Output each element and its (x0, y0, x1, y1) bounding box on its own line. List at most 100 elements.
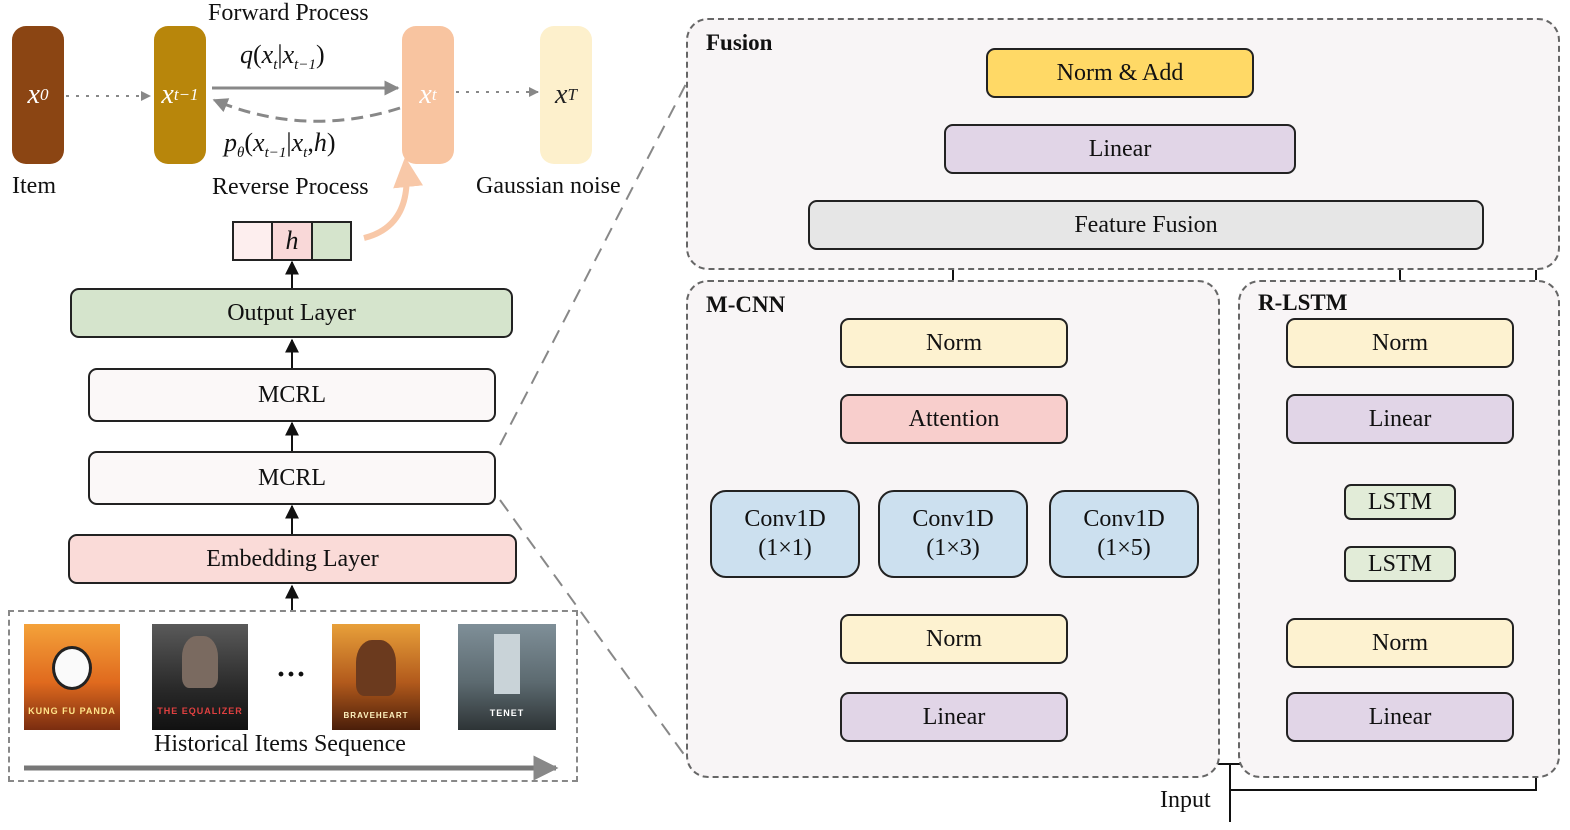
q-formula: q(xt|xt−1) (240, 40, 325, 74)
step-xt-symbol: x (419, 79, 432, 110)
lstm-bottom-label: LSTM (1367, 550, 1432, 577)
step-x0-symbol: x (27, 79, 40, 110)
q-b: x (282, 40, 295, 69)
mcnn-norm-top-box: Norm (840, 318, 1068, 368)
mcrl-bottom-box: MCRL (88, 451, 496, 505)
mcnn-norm-bottom-box: Norm (840, 614, 1068, 664)
poster-3-title: BRAVEHEART (343, 711, 409, 720)
step-xt-sub: t (431, 85, 437, 104)
feature-fusion-label: Feature Fusion (1074, 211, 1218, 238)
lstm-top-label: LSTM (1367, 488, 1432, 515)
poster-4-door (494, 634, 520, 694)
poster-2: THE EQUALIZER (152, 624, 248, 730)
reverse-process-label: Reverse Process (212, 174, 369, 200)
output-layer-box: Output Layer (70, 288, 513, 338)
h-vector-mid-cell: h (273, 223, 313, 259)
mcnn-norm-top-label: Norm (926, 329, 982, 356)
history-label: Historical Items Sequence (154, 731, 406, 757)
feature-fusion-box: Feature Fusion (808, 200, 1484, 250)
attention-box: Attention (840, 394, 1068, 444)
item-label: Item (12, 173, 56, 199)
mcnn-linear-box: Linear (840, 692, 1068, 742)
gaussian-noise-label: Gaussian noise (476, 173, 621, 199)
conv1d-1x3-box: Conv1D (1×3) (878, 490, 1028, 578)
h-vector-left-cell (234, 223, 274, 259)
embedding-layer-box: Embedding Layer (68, 534, 517, 584)
attention-label: Attention (908, 405, 1000, 432)
conv1d-1x3-name: Conv1D (912, 506, 994, 533)
poster-1: KUNG FU PANDA (24, 624, 120, 730)
norm-add-box: Norm & Add (986, 48, 1254, 98)
poster-1-panda (52, 646, 92, 690)
fusion-linear-label: Linear (1088, 135, 1152, 162)
lstm-bottom-box: LSTM (1344, 546, 1456, 582)
rlstm-linear-top-box: Linear (1286, 394, 1514, 444)
lstm-top-box: LSTM (1344, 484, 1456, 520)
conv1d-1x5-box: Conv1D (1×5) (1049, 490, 1199, 578)
rlstm-linear-bottom-box: Linear (1286, 692, 1514, 742)
conv1d-1x1-name: Conv1D (744, 506, 826, 533)
p-b: x (291, 128, 304, 157)
p-c: h (313, 128, 327, 157)
poster-3: BRAVEHEART (332, 624, 420, 730)
p-open: ( (244, 128, 254, 157)
history-sequence-group (8, 610, 578, 782)
rlstm-linear-bottom-label: Linear (1368, 703, 1432, 730)
poster-2-figure (182, 636, 218, 688)
p-head-sub: θ (237, 145, 245, 162)
history-ellipsis: ··· (276, 658, 307, 691)
p-close: ) (326, 128, 336, 157)
mcrl-top-box: MCRL (88, 368, 496, 422)
q-bar: | (277, 40, 283, 69)
rlstm-linear-top-label: Linear (1368, 405, 1432, 432)
embedding-layer-label: Embedding Layer (206, 545, 379, 572)
rlstm-norm-top-label: Norm (1372, 329, 1428, 356)
p-bar: | (286, 128, 292, 157)
step-xT-symbol: x (555, 79, 568, 110)
p-head: p (224, 128, 237, 157)
fusion-title: Fusion (706, 30, 773, 55)
conv1d-1x1-size: (1×1) (758, 535, 812, 561)
output-layer-label: Output Layer (227, 299, 356, 326)
poster-2-title: THE EQUALIZER (157, 706, 243, 716)
q-a-sub: t (273, 57, 278, 74)
q-b-sub: t−1 (294, 57, 316, 74)
p-comma: , (307, 128, 314, 157)
h-vector-right-cell (312, 223, 350, 259)
p-b-sub: t (303, 145, 308, 162)
h-label: h (285, 226, 299, 255)
fusion-linear-box: Linear (944, 124, 1296, 174)
mcnn-linear-label: Linear (922, 703, 986, 730)
rlstm-title: R-LSTM (1258, 290, 1348, 315)
poster-4-title: TENET (489, 708, 525, 718)
conv1d-1x5-name: Conv1D (1083, 506, 1165, 533)
poster-4: TENET (458, 624, 556, 730)
mcrl-top-label: MCRL (257, 381, 326, 408)
q-close: ) (315, 40, 325, 69)
conv1d-1x1-box: Conv1D (1×1) (710, 490, 860, 578)
step-x0-sub: 0 (39, 85, 49, 104)
p-a-sub: t−1 (264, 145, 287, 162)
input-label: Input (1160, 787, 1211, 813)
mcnn-norm-bottom-label: Norm (926, 625, 982, 652)
rlstm-norm-top-box: Norm (1286, 318, 1514, 368)
step-xT-sub: T (567, 85, 577, 104)
p-formula: pθ(xt−1|xt,h) (224, 128, 336, 162)
conv1d-1x5-size: (1×5) (1097, 535, 1151, 561)
rlstm-norm-bottom-box: Norm (1286, 618, 1514, 668)
q-a: x (261, 40, 274, 69)
q-head: q (240, 40, 253, 69)
q-open: ( (253, 40, 262, 69)
norm-add-label: Norm & Add (1056, 59, 1184, 86)
poster-1-title: KUNG FU PANDA (28, 706, 116, 716)
step-xt-minus-1-sub: t−1 (173, 85, 199, 104)
p-a: x (253, 128, 265, 157)
conv1d-1x3-size: (1×3) (926, 535, 980, 561)
mcnn-title: M-CNN (706, 292, 786, 317)
mcrl-bottom-label: MCRL (257, 464, 326, 491)
h-vector: h (232, 221, 352, 261)
